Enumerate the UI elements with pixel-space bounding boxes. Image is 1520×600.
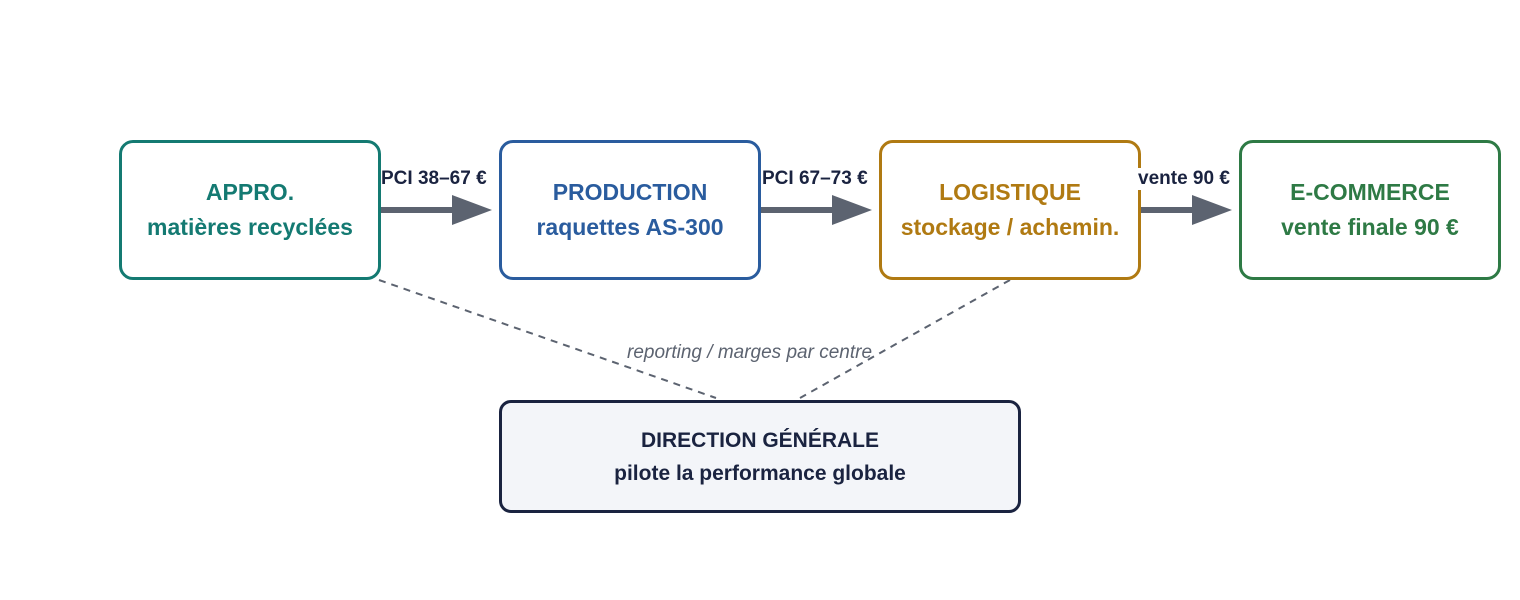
node-production-subtitle: raquettes AS-300 <box>536 214 724 240</box>
arrow-production-logistique-head <box>832 195 872 225</box>
arrow-appro-production-head <box>452 195 492 225</box>
node-appro-subtitle: matières recyclées <box>147 214 353 240</box>
node-production: PRODUCTION raquettes AS-300 <box>499 140 761 280</box>
node-logistique-title: LOGISTIQUE <box>939 179 1081 205</box>
node-logistique: LOGISTIQUE stockage / achemin. <box>879 140 1141 280</box>
edge-label-logistique-ecommerce: vente 90 € <box>1138 168 1230 190</box>
node-appro: APPRO. matières recyclées <box>119 140 381 280</box>
node-production-title: PRODUCTION <box>552 179 708 205</box>
node-ecommerce-title: E-COMMERCE <box>1290 179 1450 205</box>
edge-label-production-logistique: PCI 67–73 € <box>762 168 868 190</box>
edge-label-reporting: reporting / marges par centre <box>627 342 873 363</box>
node-ecommerce: E-COMMERCE vente finale 90 € <box>1239 140 1501 280</box>
node-direction-title: DIRECTION GÉNÉRALE <box>640 428 879 452</box>
dashed-line-logistique-direction <box>799 279 1011 399</box>
node-direction-subtitle: pilote la performance globale <box>614 461 906 485</box>
node-logistique-subtitle: stockage / achemin. <box>900 214 1120 240</box>
node-direction: DIRECTION GÉNÉRALE pilote la performance… <box>499 400 1021 513</box>
arrow-logistique-ecommerce-head <box>1192 195 1232 225</box>
edge-label-appro-production: PCI 38–67 € <box>381 168 487 190</box>
node-appro-title: APPRO. <box>205 179 295 205</box>
dashed-line-appro-direction <box>378 279 717 399</box>
node-ecommerce-subtitle: vente finale 90 € <box>1281 214 1459 240</box>
